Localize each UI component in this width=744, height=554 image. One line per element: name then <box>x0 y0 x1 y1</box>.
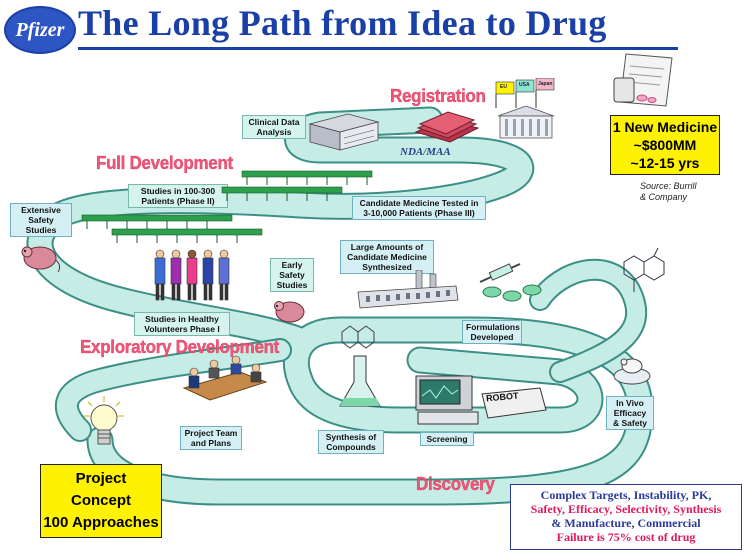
section-exploratory-development: Exploratory Development <box>80 337 280 358</box>
result-line-3: ~12-15 yrs <box>630 155 700 171</box>
screening-computer-icon <box>415 375 547 425</box>
challenges-line-4: Failure is 75% cost of drug <box>556 530 696 544</box>
challenges-line-1: Complex Targets, Instability, PK, <box>540 488 712 502</box>
pfizer-logo: Pfizer <box>4 6 76 54</box>
challenges-box: Complex Targets, Instability, PK, Safety… <box>510 484 742 550</box>
government-building-icon <box>497 106 555 139</box>
result-box: 1 New Medicine ~$800MM ~12-15 yrs <box>610 115 720 175</box>
step-project-team: Project Team and Plans <box>180 426 242 450</box>
office-building-icon <box>308 113 380 151</box>
section-registration: Registration <box>390 86 486 107</box>
step-screening: Screening <box>420 432 474 446</box>
section-full-development: Full Development <box>96 153 233 174</box>
title-underline <box>78 47 678 50</box>
section-discovery: Discovery <box>416 474 495 495</box>
source-note: Source: Burrill & Company <box>640 181 697 203</box>
concept-line-3: 100 Approaches <box>43 514 159 531</box>
syringe-pills-icon <box>479 263 542 302</box>
step-formulations: Formulations Developed <box>462 320 522 344</box>
result-line-1: 1 New Medicine <box>612 119 718 135</box>
concept-line-1: Project <box>75 470 127 487</box>
step-synthesis: Synthesis of Compounds <box>318 430 384 454</box>
step-phase-iii: Candidate Medicine Tested in 3-10,000 Pa… <box>352 196 486 220</box>
rat-icon <box>21 246 61 273</box>
step-healthy-volunteers: Studies in Healthy Volunteers Phase I <box>134 312 230 336</box>
page-title: The Long Path from Idea to Drug <box>78 3 607 43</box>
factory-icon <box>357 270 459 309</box>
challenges-line-3: & Manufacture, Commercial <box>551 516 701 530</box>
document-stack-icon <box>414 111 480 143</box>
meeting-table-icon <box>182 355 268 401</box>
result-line-2: ~$800MM <box>633 137 697 153</box>
challenges-line-2: Safety, Efficacy, Selectivity, Synthesis <box>530 502 722 516</box>
source-line-2: & Company <box>640 192 688 202</box>
flask-molecule-icon <box>339 325 381 407</box>
nda-maa-label: NDA/MAA <box>400 146 451 158</box>
step-large-amounts: Large Amounts of Candidate Medicine Synt… <box>340 240 434 274</box>
light-bulb-icon <box>84 396 124 445</box>
project-concept-box: Project Concept 100 Approaches <box>40 464 162 538</box>
flags-icon <box>495 78 555 108</box>
step-clinical-data-analysis: Clinical Data Analysis <box>242 115 306 139</box>
step-in-vivo: In Vivo Efficacy & Safety <box>606 396 654 430</box>
step-extensive-safety: Extensive Safety Studies <box>10 203 72 237</box>
source-line-1: Source: Burrill <box>640 181 697 191</box>
molecule-icon <box>623 248 665 292</box>
concept-line-2: Concept <box>71 492 131 509</box>
step-early-safety: Early Safety Studies <box>270 258 314 292</box>
patient-beds-icon <box>81 170 373 243</box>
rat-icon <box>274 301 305 323</box>
prescription-icon <box>613 53 673 107</box>
mouse-dish-icon <box>613 358 651 385</box>
step-studies-phase-ii: Studies in 100-300 Patients (Phase II) <box>128 184 228 208</box>
volunteers-icon <box>154 249 230 301</box>
